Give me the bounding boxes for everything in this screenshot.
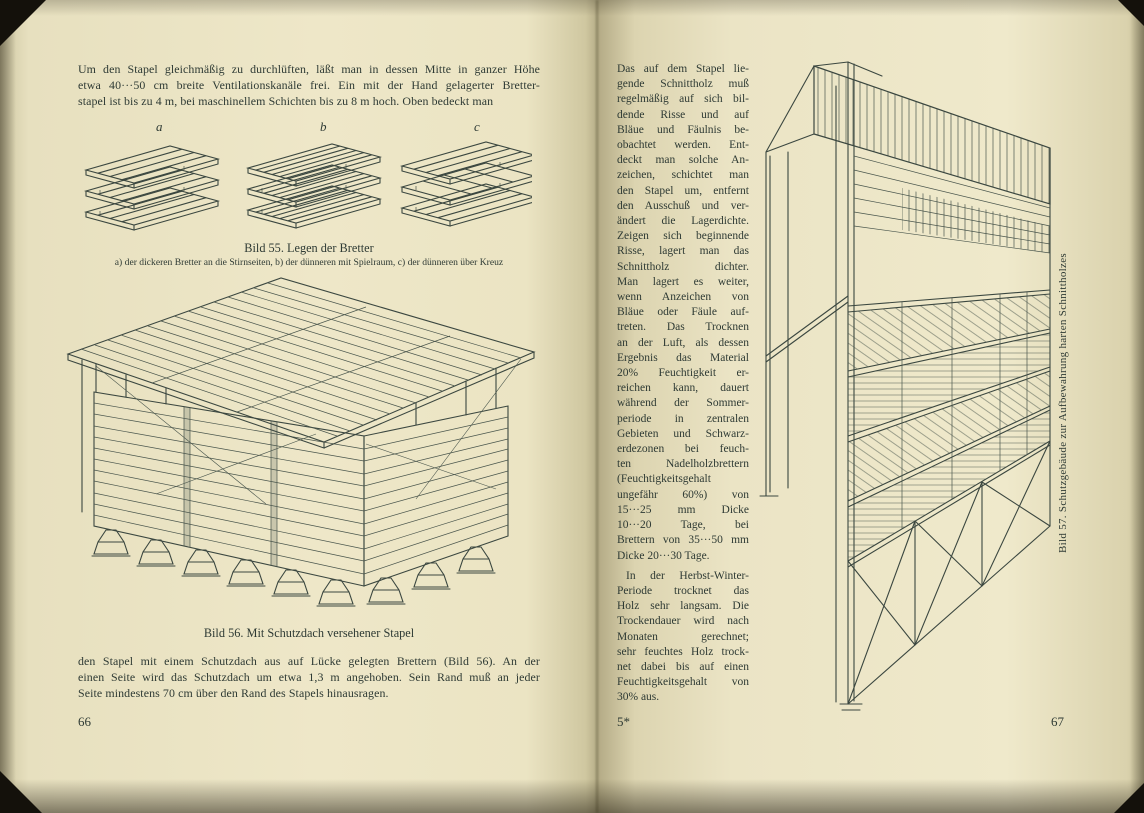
text-line: Man lagert es weiter, (617, 275, 749, 288)
text-line: 15···25 mm Dicke (617, 503, 749, 516)
text-line: Trockendauer wird nach (617, 615, 749, 628)
text-line: an der Luft, als dessen (617, 336, 749, 349)
text-line: wenn Anzeichen von (617, 291, 749, 304)
text-line: Periode trocknet das (617, 584, 749, 597)
text-line: periode in zentralen (617, 412, 749, 425)
text-line: zeichen, schichtet man (617, 169, 749, 182)
corner-shadow-top-left (0, 0, 46, 46)
right-page-number: 67 (1051, 714, 1064, 729)
figure57-caption: Bild 57. Schutzgebäude zur Aufbewahrung … (1057, 253, 1069, 553)
stack-a (85, 145, 219, 231)
left-page-number: 66 (78, 714, 91, 729)
text-line: Das auf dem Stapel lie- (617, 63, 749, 75)
text-line: Feuchtigkeitsgehalt von (617, 676, 749, 689)
text-line: deckt man solche An- (617, 154, 749, 167)
corner-shadow-bottom-left (0, 771, 42, 813)
text-line: Dicke 20···30 Tage. (617, 549, 710, 562)
text-line: Schnittholz dichter. (617, 260, 749, 273)
figure55-label-b: b (320, 119, 327, 134)
right-paragraph-1: Das auf dem Stapel lie-gende Schnittholz… (617, 62, 749, 564)
right-text-column: Das auf dem Stapel lie-gende Schnittholz… (617, 62, 749, 706)
text-line: Ergebnis das Material (617, 351, 749, 364)
pyramid-feet (91, 529, 496, 607)
text-line: 20% Feuchtigkeit er- (617, 367, 749, 380)
text-line: sehr feuchtes Holz trock- (617, 645, 749, 658)
text-line: treten. Das Trocknen (617, 321, 749, 334)
text-line: etwa 40···50 cm breite Ventilationskanäl… (78, 78, 540, 93)
text-line: Zeigen sich beginnende (617, 230, 749, 243)
text-line: Monaten gerechnet; (617, 630, 749, 643)
stack-c (401, 141, 532, 227)
left-top-paragraph: Um den Stapel gleichmäßig zu durchlüften… (78, 61, 540, 110)
text-line: Um den Stapel gleichmäßig zu durchlüften… (78, 62, 540, 76)
text-line: ten Nadelholzbrettern (617, 458, 749, 471)
text-line: während der Sommer- (617, 397, 749, 410)
figure55-caption: Bild 55. Legen der Bretter (244, 241, 374, 255)
text-line: Bläue und Fäulnis be- (617, 123, 749, 136)
text-line: ändert die Lagerdichte. (617, 215, 749, 228)
text-line: regelmäßig auf sich bil- (617, 93, 749, 106)
text-line: 30% aus. (617, 691, 660, 704)
stack-b (247, 143, 381, 229)
text-line: den Stapel um, entfernt (617, 184, 749, 197)
text-line: den Stapel mit einem Schutzdach aus auf … (78, 654, 540, 668)
figure56-caption: Bild 56. Mit Schutzdach versehener Stape… (203, 626, 415, 640)
text-line: Seite mindestens 70 cm über den Rand des… (78, 686, 389, 701)
text-line: obachtet werden. Ent- (617, 139, 749, 152)
right-paragraph-2: In der Herbst-Winter- Periode trocknet da… (617, 569, 749, 706)
corner-shadow-top-right (1118, 0, 1144, 26)
text-line: erdezonen bei feuch- (617, 443, 749, 456)
signature-mark: 5* (617, 714, 630, 729)
figure55-label-a: a (156, 119, 163, 134)
text-line: In der Herbst-Winter- (626, 569, 749, 582)
text-line: net dabei bis auf einen (617, 660, 749, 673)
text-line: Gebieten und Schwarz- (617, 427, 749, 440)
text-line: den Ausschuß und ver- (617, 199, 749, 212)
figure55-illustration (85, 141, 532, 231)
protective-roof (66, 277, 536, 449)
text-line: Holz sehr langsam. Die (617, 600, 749, 613)
corner-shadow-bottom-right (1114, 783, 1144, 813)
rail-panels (848, 294, 1050, 561)
text-line: Brettern von 35···50 mm (617, 534, 749, 547)
text-line: stapel ist bis zu 4 m, bei maschinellem … (78, 94, 494, 109)
left-bottom-paragraph: den Stapel mit einem Schutzdach aus auf … (78, 653, 540, 702)
text-line: reichen kann, dauert (617, 382, 749, 395)
text-line: dende Risse und auf (617, 108, 749, 121)
text-line: 10···20 Tage, bei (617, 519, 749, 532)
text-line: einen Seite wird das Schutzdach um etwa … (78, 670, 540, 685)
text-line: (Feuchtigkeitsgehalt (617, 473, 711, 486)
figure56-illustration (66, 277, 536, 607)
figure55-subcaption: a) der dickeren Bretter an die Stirnseit… (114, 257, 504, 268)
text-line: gende Schnittholz muß (617, 78, 749, 91)
book-fold (596, 0, 598, 813)
text-line: Bläue oder Fäule auf- (617, 306, 749, 319)
figure55-label-c: c (474, 119, 480, 134)
text-line: Risse, lagert man das (617, 245, 749, 258)
text-line: ungefähr 60%) von (617, 488, 749, 501)
figure57-illustration (759, 61, 1051, 711)
stack-body (93, 391, 509, 587)
